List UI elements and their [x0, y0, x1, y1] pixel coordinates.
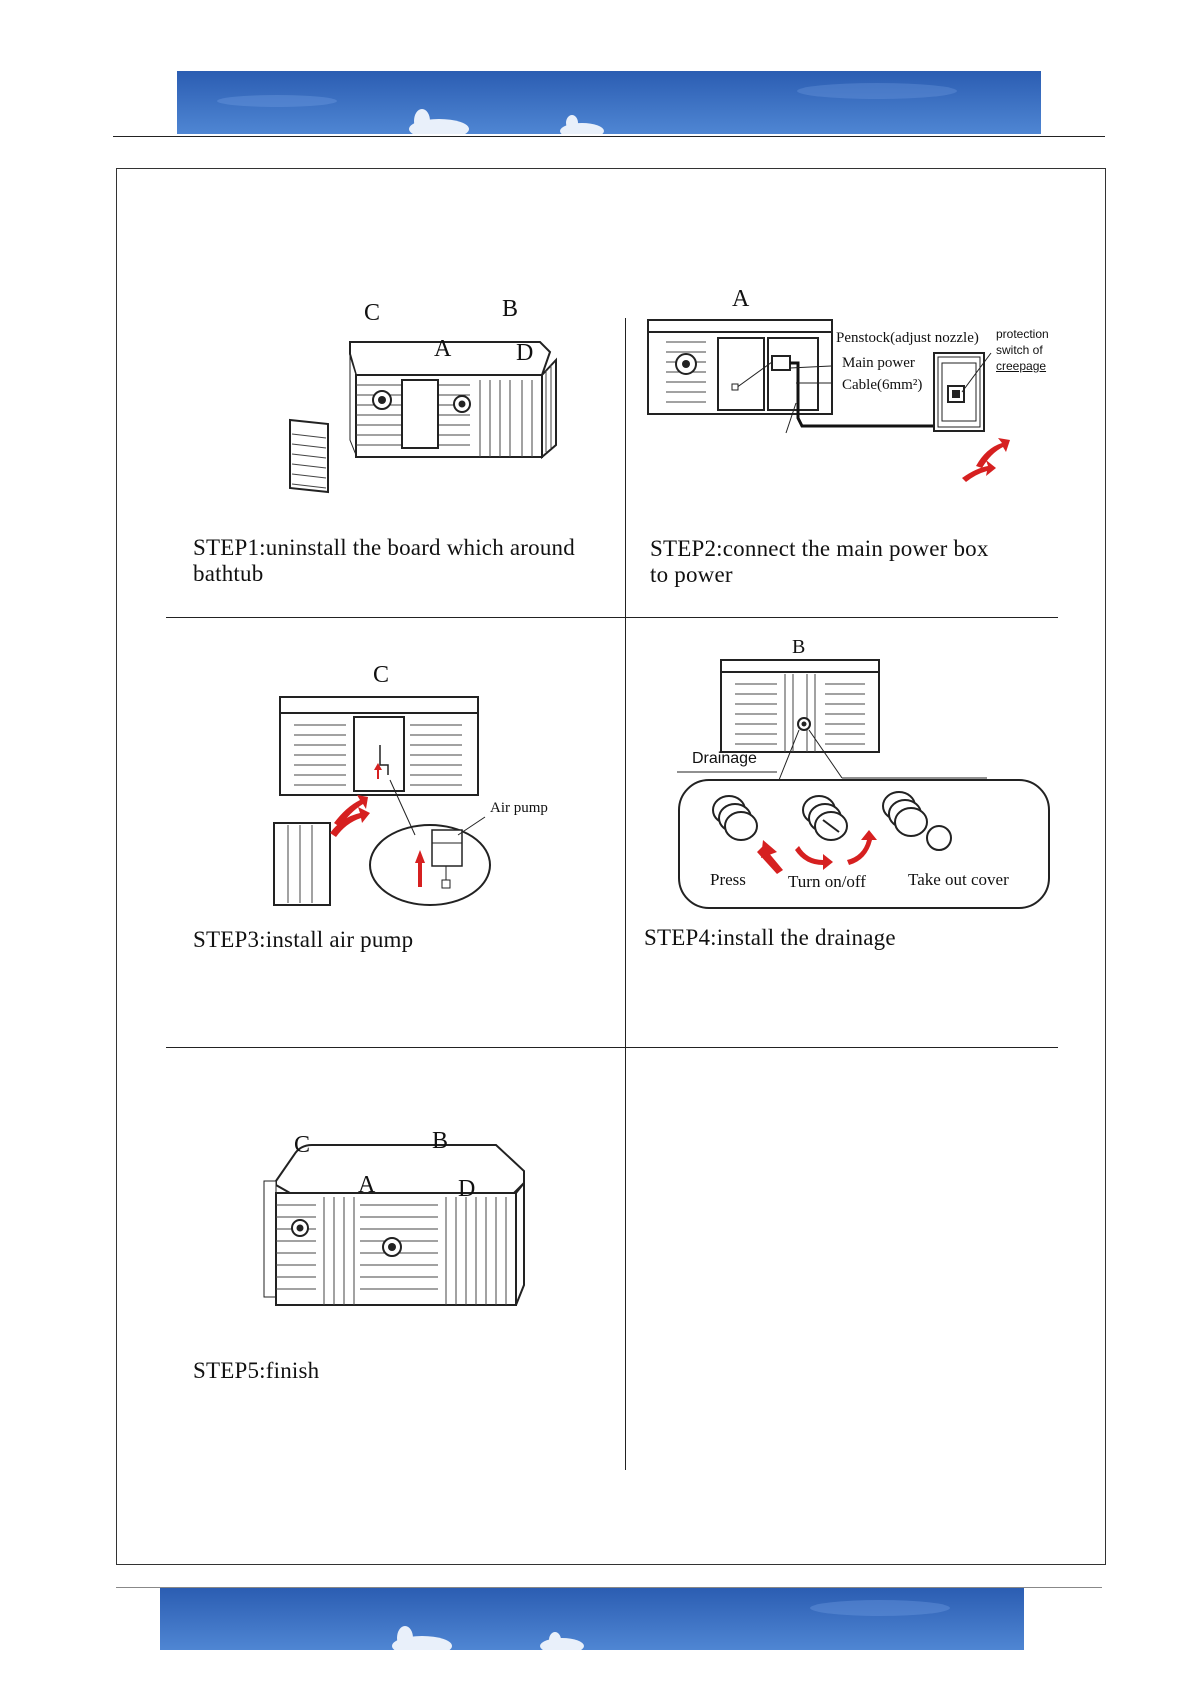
row-divider-2 [166, 1047, 1058, 1048]
step4-take-out-label: Take out cover [908, 870, 1009, 889]
step3-air-pump-label: Air pump [490, 800, 548, 816]
step4-label-b: B [792, 636, 806, 658]
step1-caption-line2: bathtub [193, 561, 264, 586]
step5-label-b: B [432, 1128, 449, 1154]
step4-turn-label: Turn on/off [788, 872, 866, 891]
step1-label-d: D [516, 340, 534, 366]
step1-caption-line1: STEP1:uninstall the board which around [193, 535, 575, 560]
step2-label-a: A [732, 286, 750, 312]
step3-air-pump-figure [270, 695, 570, 910]
content-frame [116, 168, 1106, 1565]
header-rule [113, 136, 1105, 137]
step2-caption-line1: STEP2:connect the main power box [650, 536, 989, 561]
step2-caption-line2: to power [650, 562, 733, 587]
step2-protection-label-1: protection [996, 327, 1049, 341]
footer-rule [116, 1587, 1102, 1588]
step4-press-label: Press [710, 870, 746, 889]
step4-caption: STEP4:install the drainage [644, 925, 896, 950]
step1-label-b: B [502, 296, 519, 322]
step5-label-c: C [294, 1132, 311, 1158]
step2-protection-label-3: creepage [996, 359, 1047, 373]
step2-cable-label: Cable(6mm²) [842, 377, 923, 393]
step3-caption: STEP3:install air pump [193, 927, 414, 952]
step5-hot-tub-figure [260, 1135, 530, 1315]
step2-protection-label-2: switch of [996, 343, 1043, 357]
step3-label-c: C [373, 662, 390, 688]
footer-banner [160, 1588, 1024, 1650]
row-divider-1 [166, 617, 1058, 618]
step5-label-a: A [358, 1172, 376, 1198]
vertical-divider [625, 318, 626, 1470]
step1-label-c: C [364, 300, 381, 326]
header-banner [177, 71, 1041, 134]
step2-power-figure [646, 318, 1026, 488]
step4-drainage-label: Drainage [692, 750, 757, 767]
step2-main-power-label: Main power [842, 355, 915, 371]
step2-penstock-label: Penstock(adjust nozzle) [836, 330, 979, 346]
step4-drainage-figure [677, 659, 1052, 910]
step1-hot-tub-figure [289, 330, 590, 494]
step1-label-a: A [434, 336, 452, 362]
step5-label-d: D [458, 1176, 476, 1202]
step5-caption: STEP5:finish [193, 1358, 320, 1383]
